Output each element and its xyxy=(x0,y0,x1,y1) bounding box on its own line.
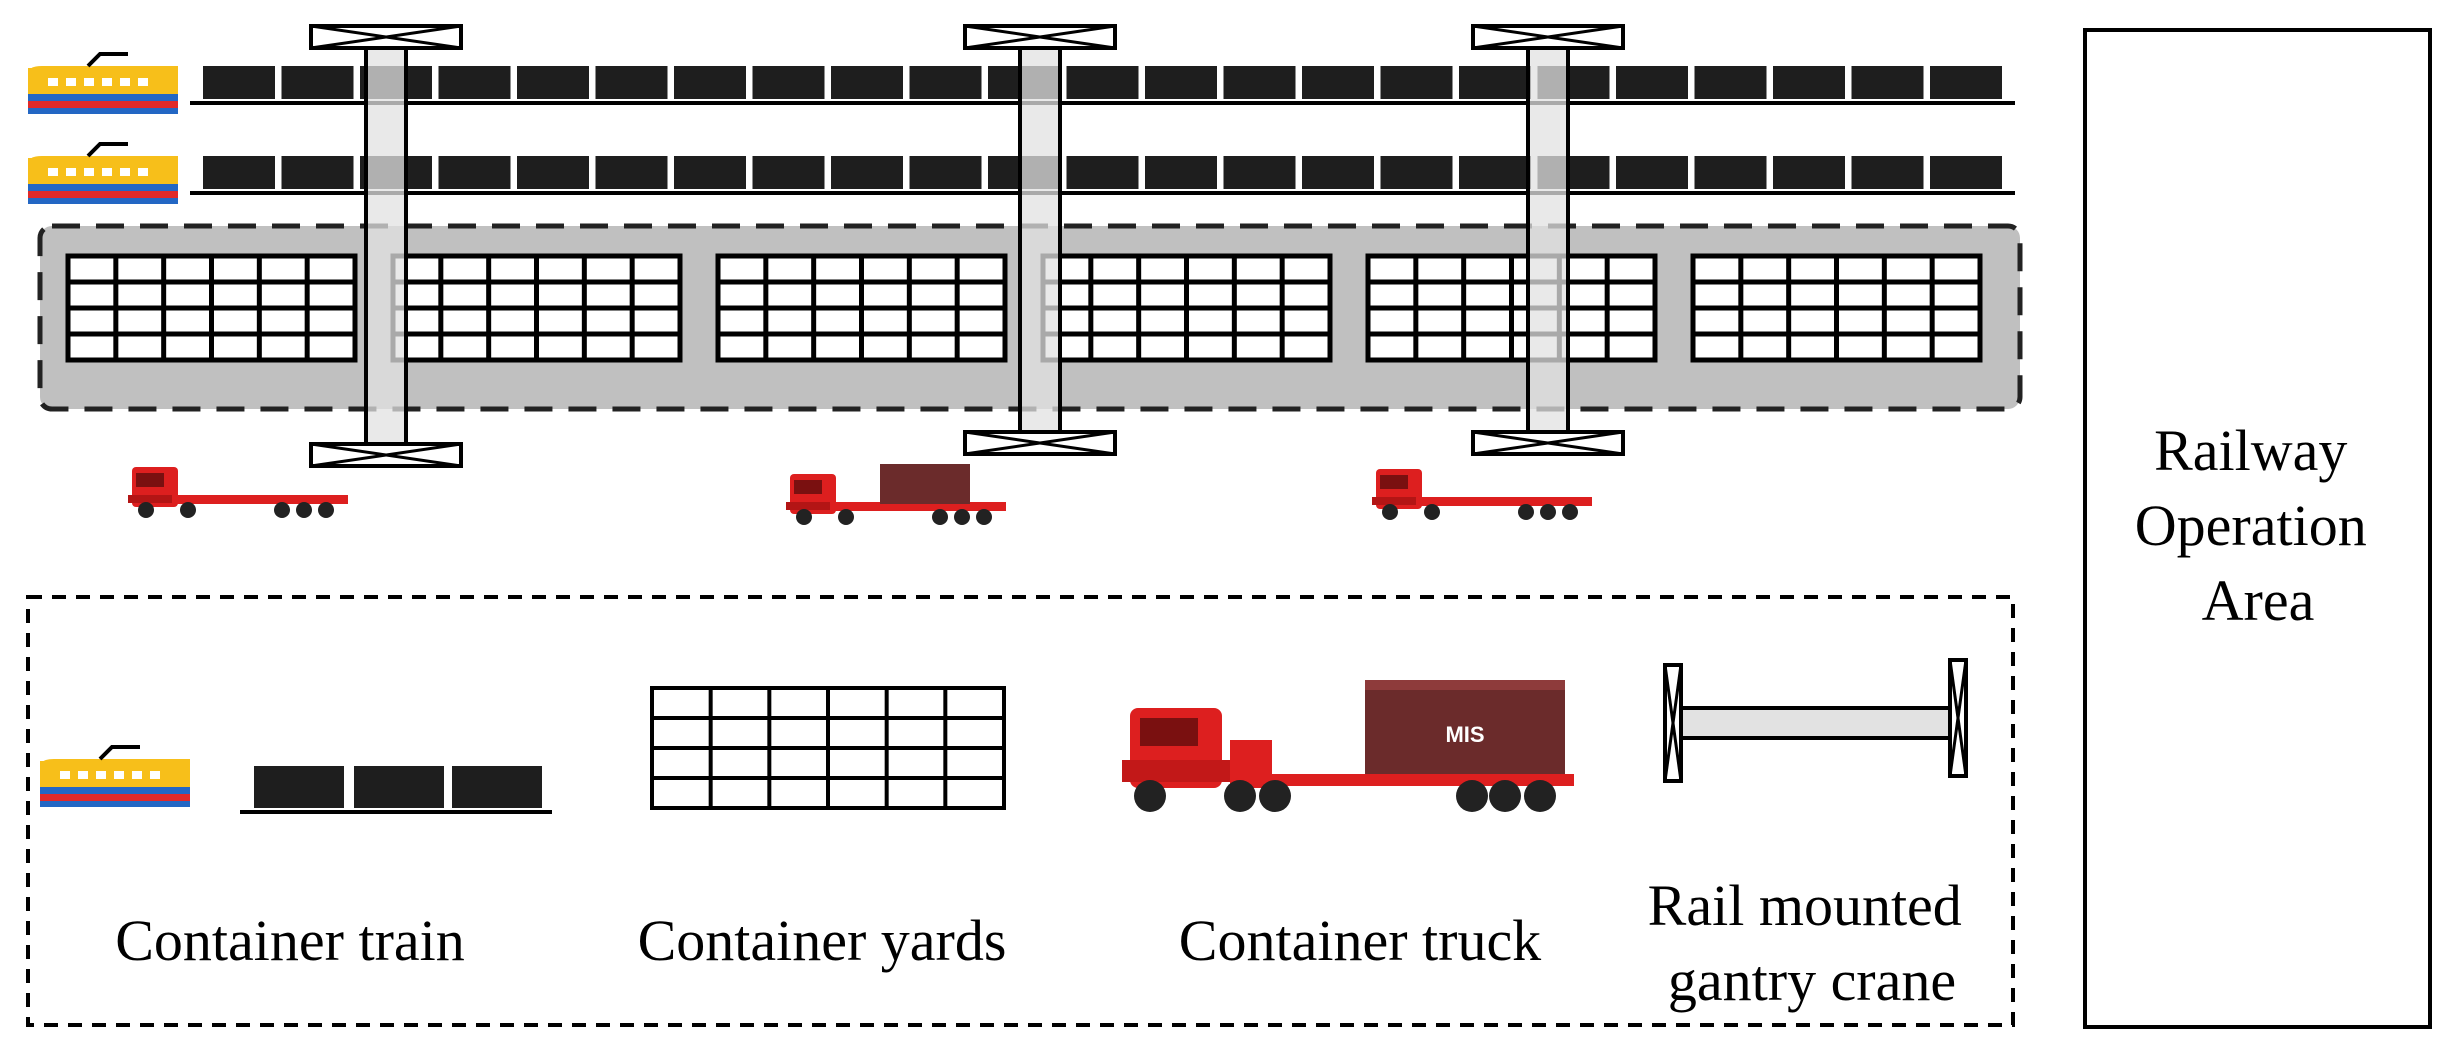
rail-container xyxy=(1851,66,1924,99)
rail-container xyxy=(281,66,354,99)
container-truck xyxy=(1372,469,1592,520)
container-trucks xyxy=(128,464,1592,525)
rail-container xyxy=(1145,156,1217,189)
rail-container xyxy=(1380,66,1453,99)
rail-container xyxy=(595,66,668,99)
yard-block xyxy=(65,253,358,363)
railway-area-line-1: Railway xyxy=(2154,418,2347,483)
rail-container xyxy=(1066,66,1139,99)
railway-operation-area xyxy=(2083,28,2432,1029)
rail-container xyxy=(1616,66,1688,99)
rail-container xyxy=(1930,156,2002,189)
legend-crane-icon xyxy=(1663,658,1968,783)
rail-container xyxy=(752,156,825,189)
rail-container xyxy=(909,156,982,189)
rail-container xyxy=(1773,156,1845,189)
gantry-crane xyxy=(1471,24,1625,456)
rail-container xyxy=(438,156,511,189)
rail-container xyxy=(1302,156,1374,189)
container-truck xyxy=(128,467,348,518)
rail-container xyxy=(1459,66,1531,99)
legend-yards-label: Container yards xyxy=(638,908,1007,973)
rail-container xyxy=(517,66,589,99)
legend-crane-line-2: gantry crane xyxy=(1668,948,1956,1013)
truck-container-logo: MIS xyxy=(1445,722,1484,747)
rail-line xyxy=(190,101,2015,105)
legend-crane-line-1: Rail mounted xyxy=(1648,873,1962,938)
rail-container xyxy=(909,66,982,99)
legend-train-icon xyxy=(38,745,552,814)
train-track xyxy=(26,52,2015,116)
railway-operation-area-label: Railway Operation Area xyxy=(2135,418,2381,633)
rail-container xyxy=(203,156,275,189)
rail-container xyxy=(752,66,825,99)
railway-tracks xyxy=(26,52,2015,206)
rail-container xyxy=(831,156,903,189)
legend-truck-label: Container truck xyxy=(1179,908,1541,973)
railway-area-line-3: Area xyxy=(2202,568,2315,633)
gantry-crane xyxy=(963,24,1117,456)
yard-block xyxy=(1690,253,1983,363)
gantry-crane xyxy=(309,24,463,468)
yard-block xyxy=(390,253,683,363)
rail-container xyxy=(203,66,275,99)
rail-container xyxy=(1380,156,1453,189)
rail-container xyxy=(1145,66,1217,99)
locomotive xyxy=(26,52,180,116)
railway-area-line-2: Operation xyxy=(2135,493,2367,558)
legend-box xyxy=(26,595,2015,1027)
yard-block xyxy=(1040,253,1333,363)
gantry-cranes xyxy=(309,24,1625,468)
rail-container xyxy=(517,156,589,189)
train-track xyxy=(26,142,2015,206)
rail-container xyxy=(1223,66,1296,99)
rail-container xyxy=(1459,156,1531,189)
rail-container xyxy=(1694,66,1767,99)
rail-container xyxy=(1302,66,1374,99)
legend-crane-label: Rail mounted gantry crane xyxy=(1648,873,1977,1013)
rail-container xyxy=(1066,156,1139,189)
rail-container xyxy=(281,156,354,189)
legend-train-label: Container train xyxy=(115,908,465,973)
loaded-container-truck xyxy=(786,464,1006,525)
legend-truck-icon: MIS xyxy=(1122,680,1574,812)
rail-container xyxy=(674,156,746,189)
rail-container xyxy=(438,66,511,99)
yard-block xyxy=(650,686,1006,810)
container-yard-blocks xyxy=(65,253,1983,363)
rail-container xyxy=(1694,156,1767,189)
rail-container xyxy=(1930,66,2002,99)
rail-container xyxy=(831,66,903,99)
rail-container xyxy=(1851,156,1924,189)
rail-container xyxy=(674,66,746,99)
rail-container xyxy=(595,156,668,189)
rail-container xyxy=(1616,156,1688,189)
yard-block xyxy=(715,253,1008,363)
legend-yard-icon xyxy=(650,686,1006,810)
rail-line xyxy=(190,191,2015,195)
rail-container xyxy=(1773,66,1845,99)
locomotive xyxy=(26,142,180,206)
rail-container xyxy=(1223,156,1296,189)
yard-block xyxy=(1365,253,1658,363)
